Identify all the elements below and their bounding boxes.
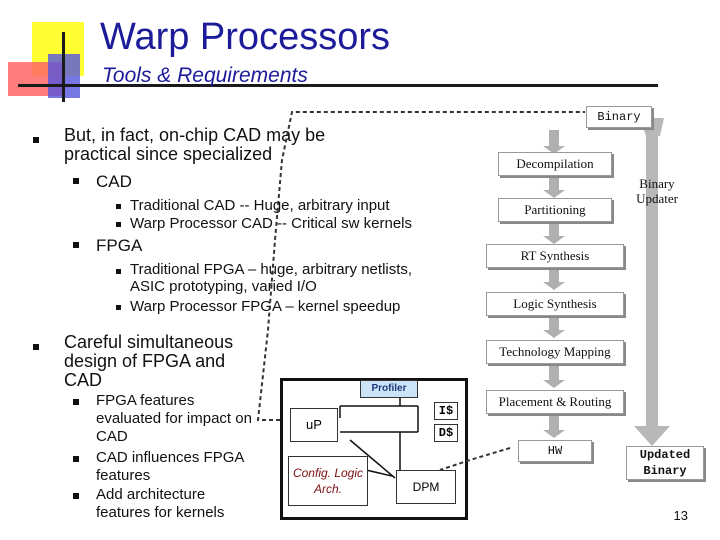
bullet-marker bbox=[116, 269, 121, 274]
bullet-on-chip-cad: But, in fact, on-chip CAD may be practic… bbox=[64, 125, 326, 164]
profiler-box: Profiler bbox=[360, 380, 418, 398]
bullet-fpga-warp: Warp Processor FPGA – kernel speedup bbox=[130, 298, 401, 315]
bullet-cad-influences: CAD influences FPGA features bbox=[96, 449, 244, 484]
step-rt-synthesis: RT Synthesis bbox=[486, 244, 624, 268]
bullet-cad: CAD bbox=[96, 172, 132, 191]
bullet-marker bbox=[73, 242, 79, 248]
bullet-fpga-traditional: Traditional FPGA – huge, arbitrary netli… bbox=[130, 261, 413, 295]
hw-box: HW bbox=[518, 440, 592, 462]
page-number: 13 bbox=[673, 508, 688, 523]
data-cache-box: D$ bbox=[434, 424, 458, 442]
bullet-marker bbox=[33, 137, 39, 143]
decor-vertical-line bbox=[62, 32, 65, 102]
microprocessor-box: uP bbox=[290, 408, 338, 442]
step-partitioning: Partitioning bbox=[498, 198, 612, 222]
config-logic-box: Config. Logic Arch. bbox=[288, 456, 368, 506]
slide-title: Warp Processors bbox=[100, 16, 390, 58]
updated-binary-box: Updated Binary bbox=[626, 446, 704, 480]
bullet-marker bbox=[73, 493, 79, 499]
step-decompilation: Decompilation bbox=[498, 152, 612, 176]
slide-subtitle: Tools & Requirements bbox=[102, 64, 308, 87]
bullet-marker bbox=[73, 178, 79, 184]
step-technology-mapping: Technology Mapping bbox=[486, 340, 624, 364]
step-logic-synthesis: Logic Synthesis bbox=[486, 292, 624, 316]
bullet-add-architecture: Add architecture features for kernels bbox=[96, 486, 225, 521]
dpm-box: DPM bbox=[396, 470, 456, 504]
bullet-marker bbox=[116, 305, 121, 310]
bullet-marker bbox=[73, 399, 79, 405]
bullet-marker bbox=[116, 204, 121, 209]
binary-updater-label: Binary Updater bbox=[636, 176, 678, 206]
step-placement-routing: Placement & Routing bbox=[486, 390, 624, 414]
bullet-marker bbox=[116, 222, 121, 227]
bullet-marker bbox=[33, 344, 39, 350]
bullet-fpga: FPGA bbox=[96, 236, 143, 255]
bullet-fpga-features: FPGA features evaluated for impact on CA… bbox=[96, 392, 252, 445]
bullet-careful-design: Careful simultaneous design of FPGA and … bbox=[64, 332, 234, 390]
bullet-cad-warp: Warp Processor CAD -- Critical sw kernel… bbox=[130, 215, 412, 232]
binary-box: Binary bbox=[586, 106, 652, 128]
instruction-cache-box: I$ bbox=[434, 402, 458, 420]
bullet-cad-traditional: Traditional CAD -- Huge, arbitrary input bbox=[130, 197, 390, 214]
title-divider bbox=[18, 84, 658, 87]
bullet-marker bbox=[73, 456, 79, 462]
